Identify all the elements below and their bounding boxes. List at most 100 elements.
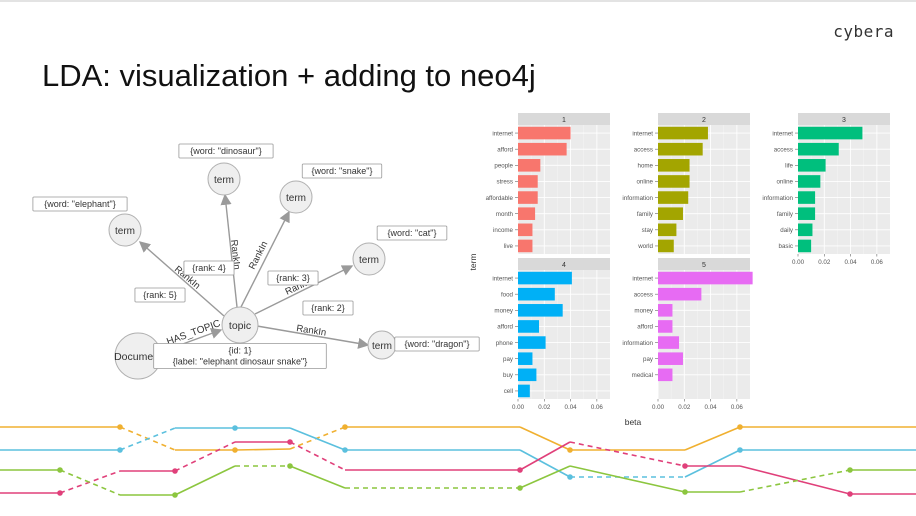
term-tick-label: stay	[642, 227, 654, 234]
deco-dot	[287, 463, 293, 469]
has-topic-edge	[179, 328, 223, 346]
bar-access	[658, 142, 703, 156]
property-text: {word: "cat"}	[388, 228, 437, 238]
rank-label-2: {rank: 2}	[302, 300, 354, 316]
bar-life	[798, 159, 826, 172]
bar-online	[798, 175, 821, 188]
bar-pay	[658, 352, 683, 365]
bar-afford	[518, 142, 567, 156]
term-tick-label: access	[634, 146, 653, 153]
term-tick-label: family	[637, 211, 654, 218]
beta-tick-label: 0.04	[705, 404, 718, 411]
deco-dot	[117, 424, 123, 430]
bar-internet	[518, 126, 571, 140]
facet-strip-label: 2	[702, 117, 706, 124]
deco-segment	[59, 470, 121, 494]
rank-label-3: {rank: 3}	[267, 270, 319, 286]
edge-topic-dinosaur	[220, 193, 238, 308]
term-tick-label: world	[637, 243, 653, 250]
deco-segment	[289, 441, 346, 471]
term-tick-label: online	[776, 179, 793, 186]
property-text: {rank: 3}	[276, 273, 310, 283]
term-tick-label: daily	[780, 227, 794, 234]
term-tick-label: online	[636, 179, 653, 186]
word-label-cat: {word: "cat"}	[376, 225, 448, 241]
beta-tick-label: 0.02	[818, 259, 831, 266]
beta-tick-label: 0.02	[538, 404, 551, 411]
term-node-snake[interactable]	[279, 180, 313, 214]
term-tick-label: information	[622, 340, 653, 347]
deco-dot	[172, 468, 178, 474]
x-axis-title: beta	[625, 417, 642, 427]
bar-information	[658, 336, 680, 349]
term-node-elephant[interactable]	[108, 213, 142, 247]
bar-month	[518, 207, 536, 220]
bar-internet	[518, 271, 572, 285]
lda-beta-chart: 1internetaffordpeoplestressaffordablemon…	[468, 113, 890, 427]
term-tick-label: medical	[632, 372, 653, 379]
facet-strip	[658, 258, 750, 270]
term-tick-label: home	[638, 163, 654, 170]
beta-tick-label: 0.06	[731, 404, 744, 411]
deco-dot	[517, 467, 523, 473]
bar-money	[658, 304, 673, 317]
deco-segment	[519, 449, 571, 478]
edge-topic-elephant	[138, 241, 225, 317]
word-label-elephant: {word: "elephant"}	[32, 196, 128, 212]
topic-properties-label: {id: 1}{label: "elephant dinosaur snake"…	[153, 343, 327, 369]
term-tick-label: internet	[492, 130, 513, 137]
property-text: {id: 1}	[228, 346, 251, 356]
property-text: {word: "elephant"}	[44, 199, 115, 209]
facet-strip	[798, 113, 890, 125]
deco-dot	[172, 492, 178, 498]
property-text: {word: "dragon"}	[405, 339, 470, 349]
cybera-logo: cybera	[833, 22, 894, 41]
rank-label-4: {rank: 4}	[183, 260, 235, 276]
term-node-dinosaur[interactable]	[207, 162, 241, 196]
bar-stay	[658, 223, 677, 237]
term-node-label: term	[372, 341, 392, 352]
document-node-label: Document	[114, 351, 162, 363]
deco-segment	[174, 465, 236, 496]
term-tick-label: access	[774, 146, 793, 153]
facet-strip-label: 4	[562, 262, 566, 269]
topic-node[interactable]	[221, 306, 259, 344]
deco-dot	[57, 490, 63, 496]
term-tick-label: month	[496, 211, 514, 218]
facet-panel-4: 4internetfoodmoneyaffordphonepaybuycell0…	[492, 258, 610, 411]
term-tick-label: basic	[779, 243, 793, 250]
bar-family	[798, 207, 816, 220]
term-tick-label: buy	[503, 372, 514, 379]
term-node-cat[interactable]	[352, 242, 386, 276]
beta-tick-label: 0.04	[845, 259, 858, 266]
term-tick-label: internet	[632, 275, 653, 282]
bar-internet	[798, 126, 863, 140]
facet-panel-5: 5internetaccessmoneyaffordinformationpay…	[622, 258, 753, 411]
property-text: {word: "snake"}	[312, 166, 373, 176]
deco-dot	[232, 447, 238, 453]
beta-tick-label: 0.02	[678, 404, 691, 411]
term-tick-label: money	[634, 308, 653, 315]
bar-world	[658, 239, 674, 253]
facet-strip	[518, 258, 610, 270]
beta-tick-label: 0.00	[512, 404, 525, 411]
property-text: {label: "elephant dinosaur snake"}	[173, 357, 308, 367]
deco-segment	[684, 449, 741, 478]
term-node-label: term	[286, 193, 306, 204]
property-text: {rank: 2}	[311, 303, 345, 313]
bar-internet	[658, 271, 753, 285]
term-node-label: term	[359, 255, 379, 266]
deco-dot	[737, 424, 743, 430]
bar-internet	[658, 126, 708, 140]
deco-segment	[569, 441, 686, 467]
term-tick-label: information	[622, 195, 653, 202]
beta-tick-label: 0.00	[792, 259, 805, 266]
bar-afford	[658, 320, 673, 333]
deco-dot	[342, 424, 348, 430]
deco-segment	[119, 427, 176, 451]
rank-label-5: {rank: 5}	[134, 287, 186, 303]
deco-segment	[234, 448, 291, 451]
term-tick-label: stress	[496, 179, 513, 186]
property-text: {word: "dinosaur"}	[190, 146, 261, 156]
term-tick-label: internet	[772, 130, 793, 137]
